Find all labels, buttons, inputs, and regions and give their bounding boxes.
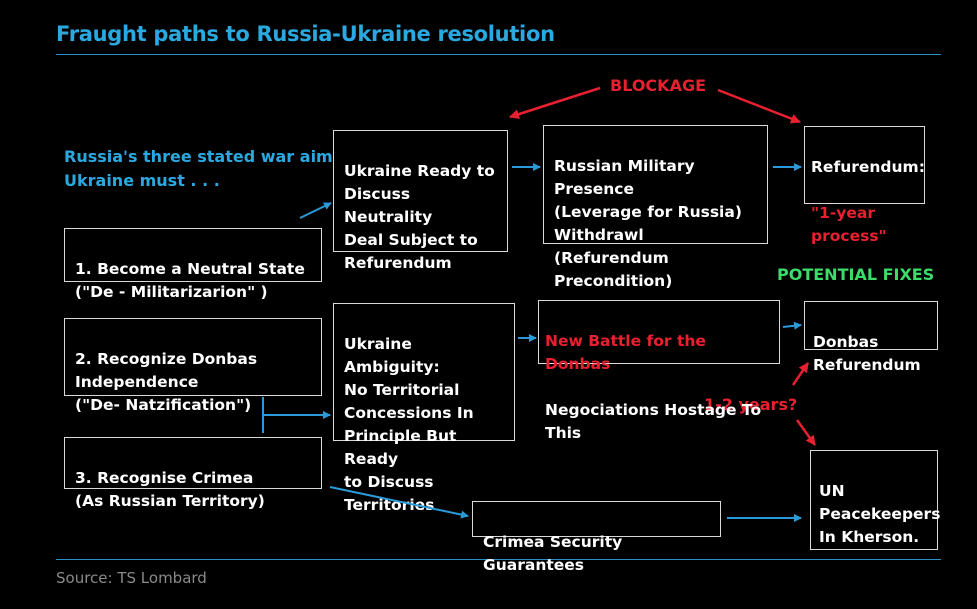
aim-crimea-text: 3. Recognise Crimea (As Russian Territor… [75,469,265,510]
source-note: Source: TS Lombard [56,569,207,587]
blockage-arrow-left [509,86,601,119]
arrow-aim1-to-neutrality [299,202,332,219]
timeline-label: 1-2 years? [704,395,798,414]
aim-neutral-box: 1. Become a Neutral State ("De - Militar… [64,228,322,301]
crimea-guarantees-text: Crimea Security Guarantees [483,533,623,574]
donbas-battle-text: Negociations Hostage To This [545,401,762,442]
potential-fixes-label: POTENTIAL FIXES [777,265,935,284]
un-peacekeepers-box: UN Peacekeepers In Kherson. [810,450,941,550]
arrow-crimea-to-guarantees [329,486,469,519]
timeline-arrow-down [795,419,817,446]
blockage-label: BLOCKAGE [610,76,707,95]
ukraine-ambiguity-box: Ukraine Ambiguity: No Territorial Conces… [333,303,515,514]
russian-presence-box: Russian Military Presence (Leverage for … [543,125,768,290]
arrow-battle-to-donbas-referendum [782,321,802,330]
timeline-arrow-up [791,362,810,386]
page-title: Fraught paths to Russia-Ukraine resoluti… [56,22,555,46]
referendum-label-text: Refurendum: [811,158,925,176]
aim-crimea-box: 3. Recognise Crimea (As Russian Territor… [64,437,322,510]
donbas-battle-title: New Battle for the Donbas [545,332,706,373]
ukraine-neutrality-box: Ukraine Ready to Discuss Neutrality Deal… [333,130,508,272]
un-peacekeepers-text: UN Peacekeepers In Kherson. [819,482,941,546]
blockage-arrow-right [717,88,801,124]
aim-donbas-text: 2. Recognize Donbas Independence ("De- N… [75,350,258,414]
crimea-guarantees-box: Crimea Security Guarantees [472,501,721,574]
donbas-referendum-text: Donbas Refurendum [813,333,921,374]
donbas-battle-box: New Battle for the Donbas Negociations H… [538,300,780,442]
ukraine-neutrality-text: Ukraine Ready to Discuss Neutrality Deal… [344,162,495,272]
russian-presence-text: Russian Military Presence (Leverage for … [554,157,742,290]
bottom-divider [56,559,941,560]
referendum-note-text: "1-year process" [811,204,887,245]
aim-donbas-box: 2. Recognize Donbas Independence ("De- N… [64,318,322,414]
aim-neutral-text: 1. Become a Neutral State ("De - Militar… [75,260,305,301]
donbas-referendum-box: Donbas Refurendum [804,301,938,374]
referendum-box: Refurendum: "1-year process" [804,126,925,245]
ukraine-ambiguity-text: Ukraine Ambiguity: No Territorial Conces… [344,335,474,514]
top-divider [56,54,941,55]
